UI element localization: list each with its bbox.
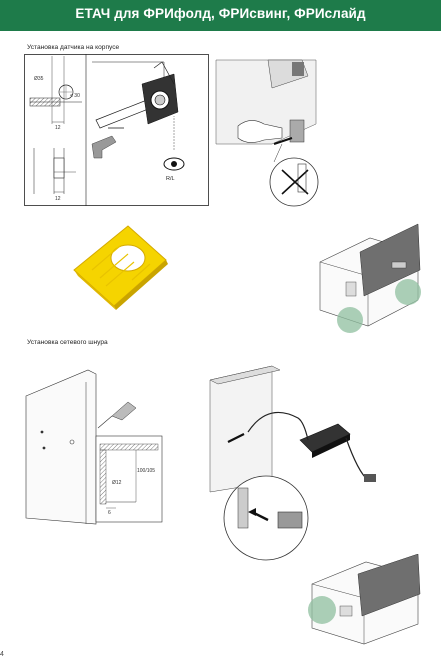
highlight-circle-right (395, 279, 421, 305)
sensor-insertion-illustration (212, 54, 326, 210)
sensor-mounting-drawing: Ø35 < 30 12 12 (24, 54, 209, 206)
section-label-sensor: Установка датчика на корпусе (27, 44, 120, 51)
dim-height-100-105: 100/105 (137, 468, 155, 474)
page-title: ЕТАЧ для ФРИфолд, ФРИсвинг, ФРИслайд (75, 6, 366, 21)
dim-width-12-a: 12 (55, 125, 61, 131)
section-label-cord: Установка сетевого шнура (27, 339, 108, 346)
dim-offset-30: < 30 (70, 93, 80, 99)
dim-depth-6: 6 (108, 510, 111, 516)
page-header: ЕТАЧ для ФРИфолд, ФРИсвинг, ФРИслайд (0, 0, 441, 31)
cabinet-mounting-illustration (316, 222, 422, 334)
drilling-template-image (70, 218, 170, 310)
cabinet-cord-illustration (306, 553, 422, 646)
eye-view-label: R/L (166, 176, 175, 182)
dim-diameter-35: Ø35 (34, 76, 44, 82)
hole-dimension-sketch (29, 56, 82, 124)
dim-diameter-12: Ø12 (112, 480, 122, 486)
cord-hole-drawing: Ø12 100/105 6 (24, 368, 164, 528)
highlight-circle-left (337, 307, 363, 333)
highlight-circle-bottom (308, 596, 336, 624)
page-number: 4 (0, 651, 4, 658)
sensor-perspective-drawing: R/L (91, 61, 185, 182)
power-cord-illustration (208, 362, 396, 576)
dim-width-12-b: 12 (55, 196, 61, 202)
sensor-side-sketch (33, 148, 76, 194)
